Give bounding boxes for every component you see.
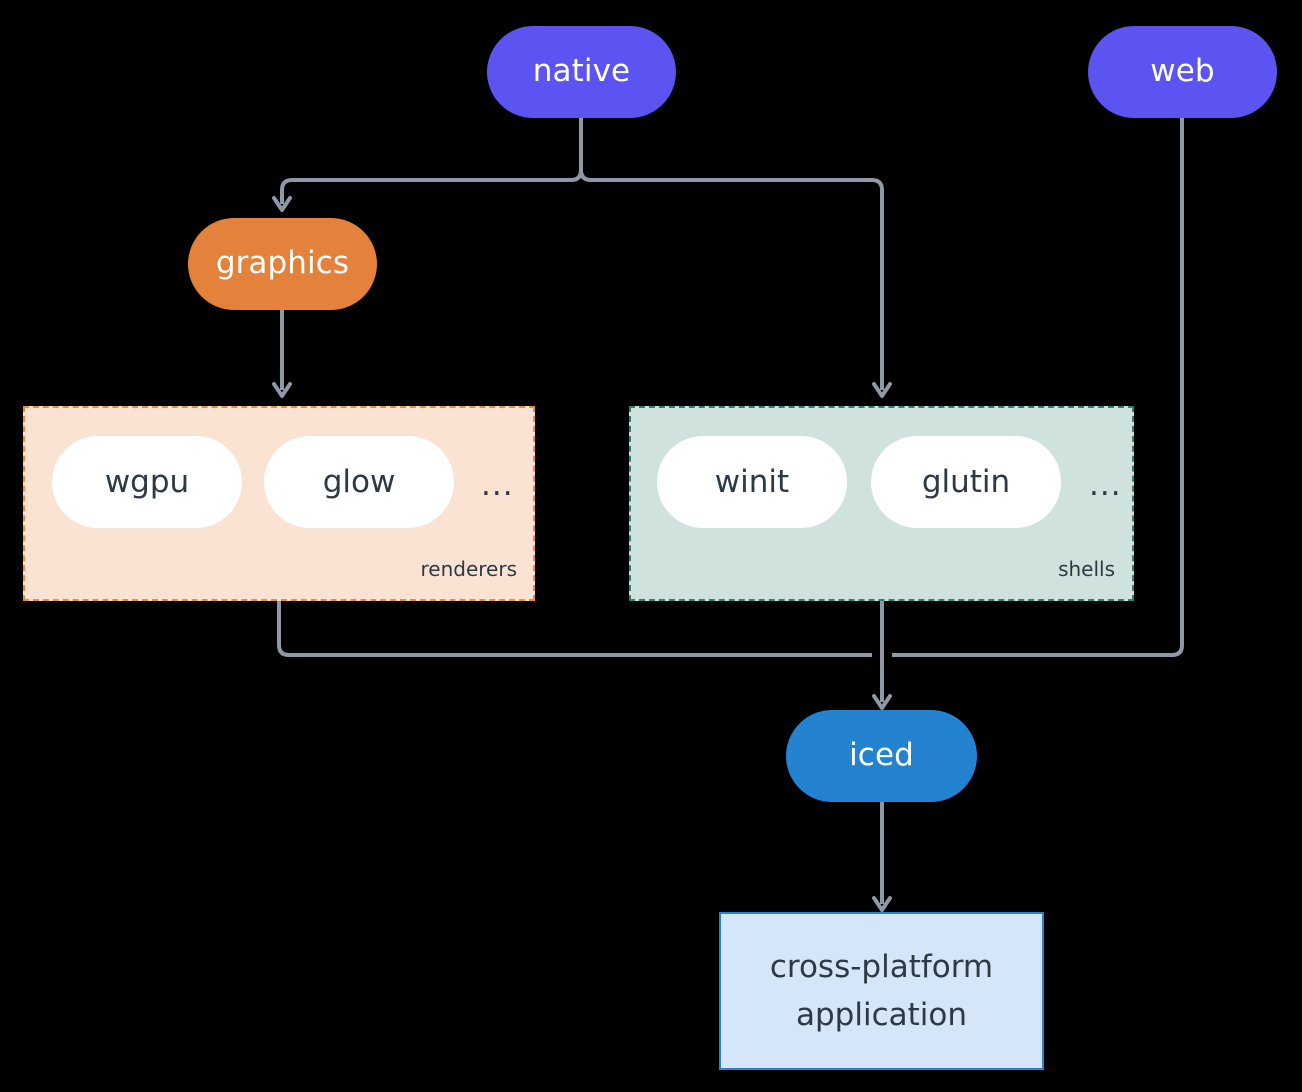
node-native-label: native	[532, 53, 631, 90]
arrowhead-application	[872, 896, 892, 912]
renderers-caption: renderers	[420, 557, 518, 581]
group-renderers: wgpu glow ... renderers	[23, 406, 535, 601]
shell-item-winit[interactable]: winit	[657, 436, 847, 528]
renderer-item-glow-label: glow	[322, 464, 396, 500]
arrowhead-native-shells	[872, 382, 892, 398]
edge-renderers-iced	[277, 601, 872, 657]
node-application-line1: cross-platform	[769, 948, 994, 985]
group-shells: winit glutin ... shells	[629, 406, 1134, 601]
edge-native-split	[280, 118, 583, 204]
arrowhead-native-graphics	[272, 196, 292, 212]
node-iced[interactable]: iced	[786, 710, 977, 802]
shell-item-glutin[interactable]: glutin	[871, 436, 1061, 528]
shells-overflow-ellipsis: ...	[1089, 467, 1122, 503]
shell-item-winit-label: winit	[714, 464, 790, 500]
arrowhead-graphics-renderers	[272, 382, 292, 398]
renderer-item-wgpu[interactable]: wgpu	[52, 436, 242, 528]
node-application[interactable]: cross-platform application	[719, 912, 1044, 1070]
node-graphics-label: graphics	[215, 245, 350, 282]
node-web[interactable]: web	[1088, 26, 1277, 118]
arrowhead-iced	[872, 694, 892, 710]
node-application-line2: application	[796, 997, 967, 1033]
node-iced-label: iced	[849, 737, 914, 774]
node-graphics[interactable]: graphics	[188, 218, 377, 310]
edge-native-shells	[579, 169, 884, 390]
shells-caption: shells	[1058, 557, 1115, 581]
shell-item-glutin-label: glutin	[921, 464, 1011, 500]
node-web-label: web	[1150, 53, 1215, 90]
renderers-overflow-ellipsis: ...	[481, 467, 514, 503]
renderer-item-wgpu-label: wgpu	[104, 464, 190, 500]
node-native[interactable]: native	[487, 26, 676, 118]
renderer-item-glow[interactable]: glow	[264, 436, 454, 528]
